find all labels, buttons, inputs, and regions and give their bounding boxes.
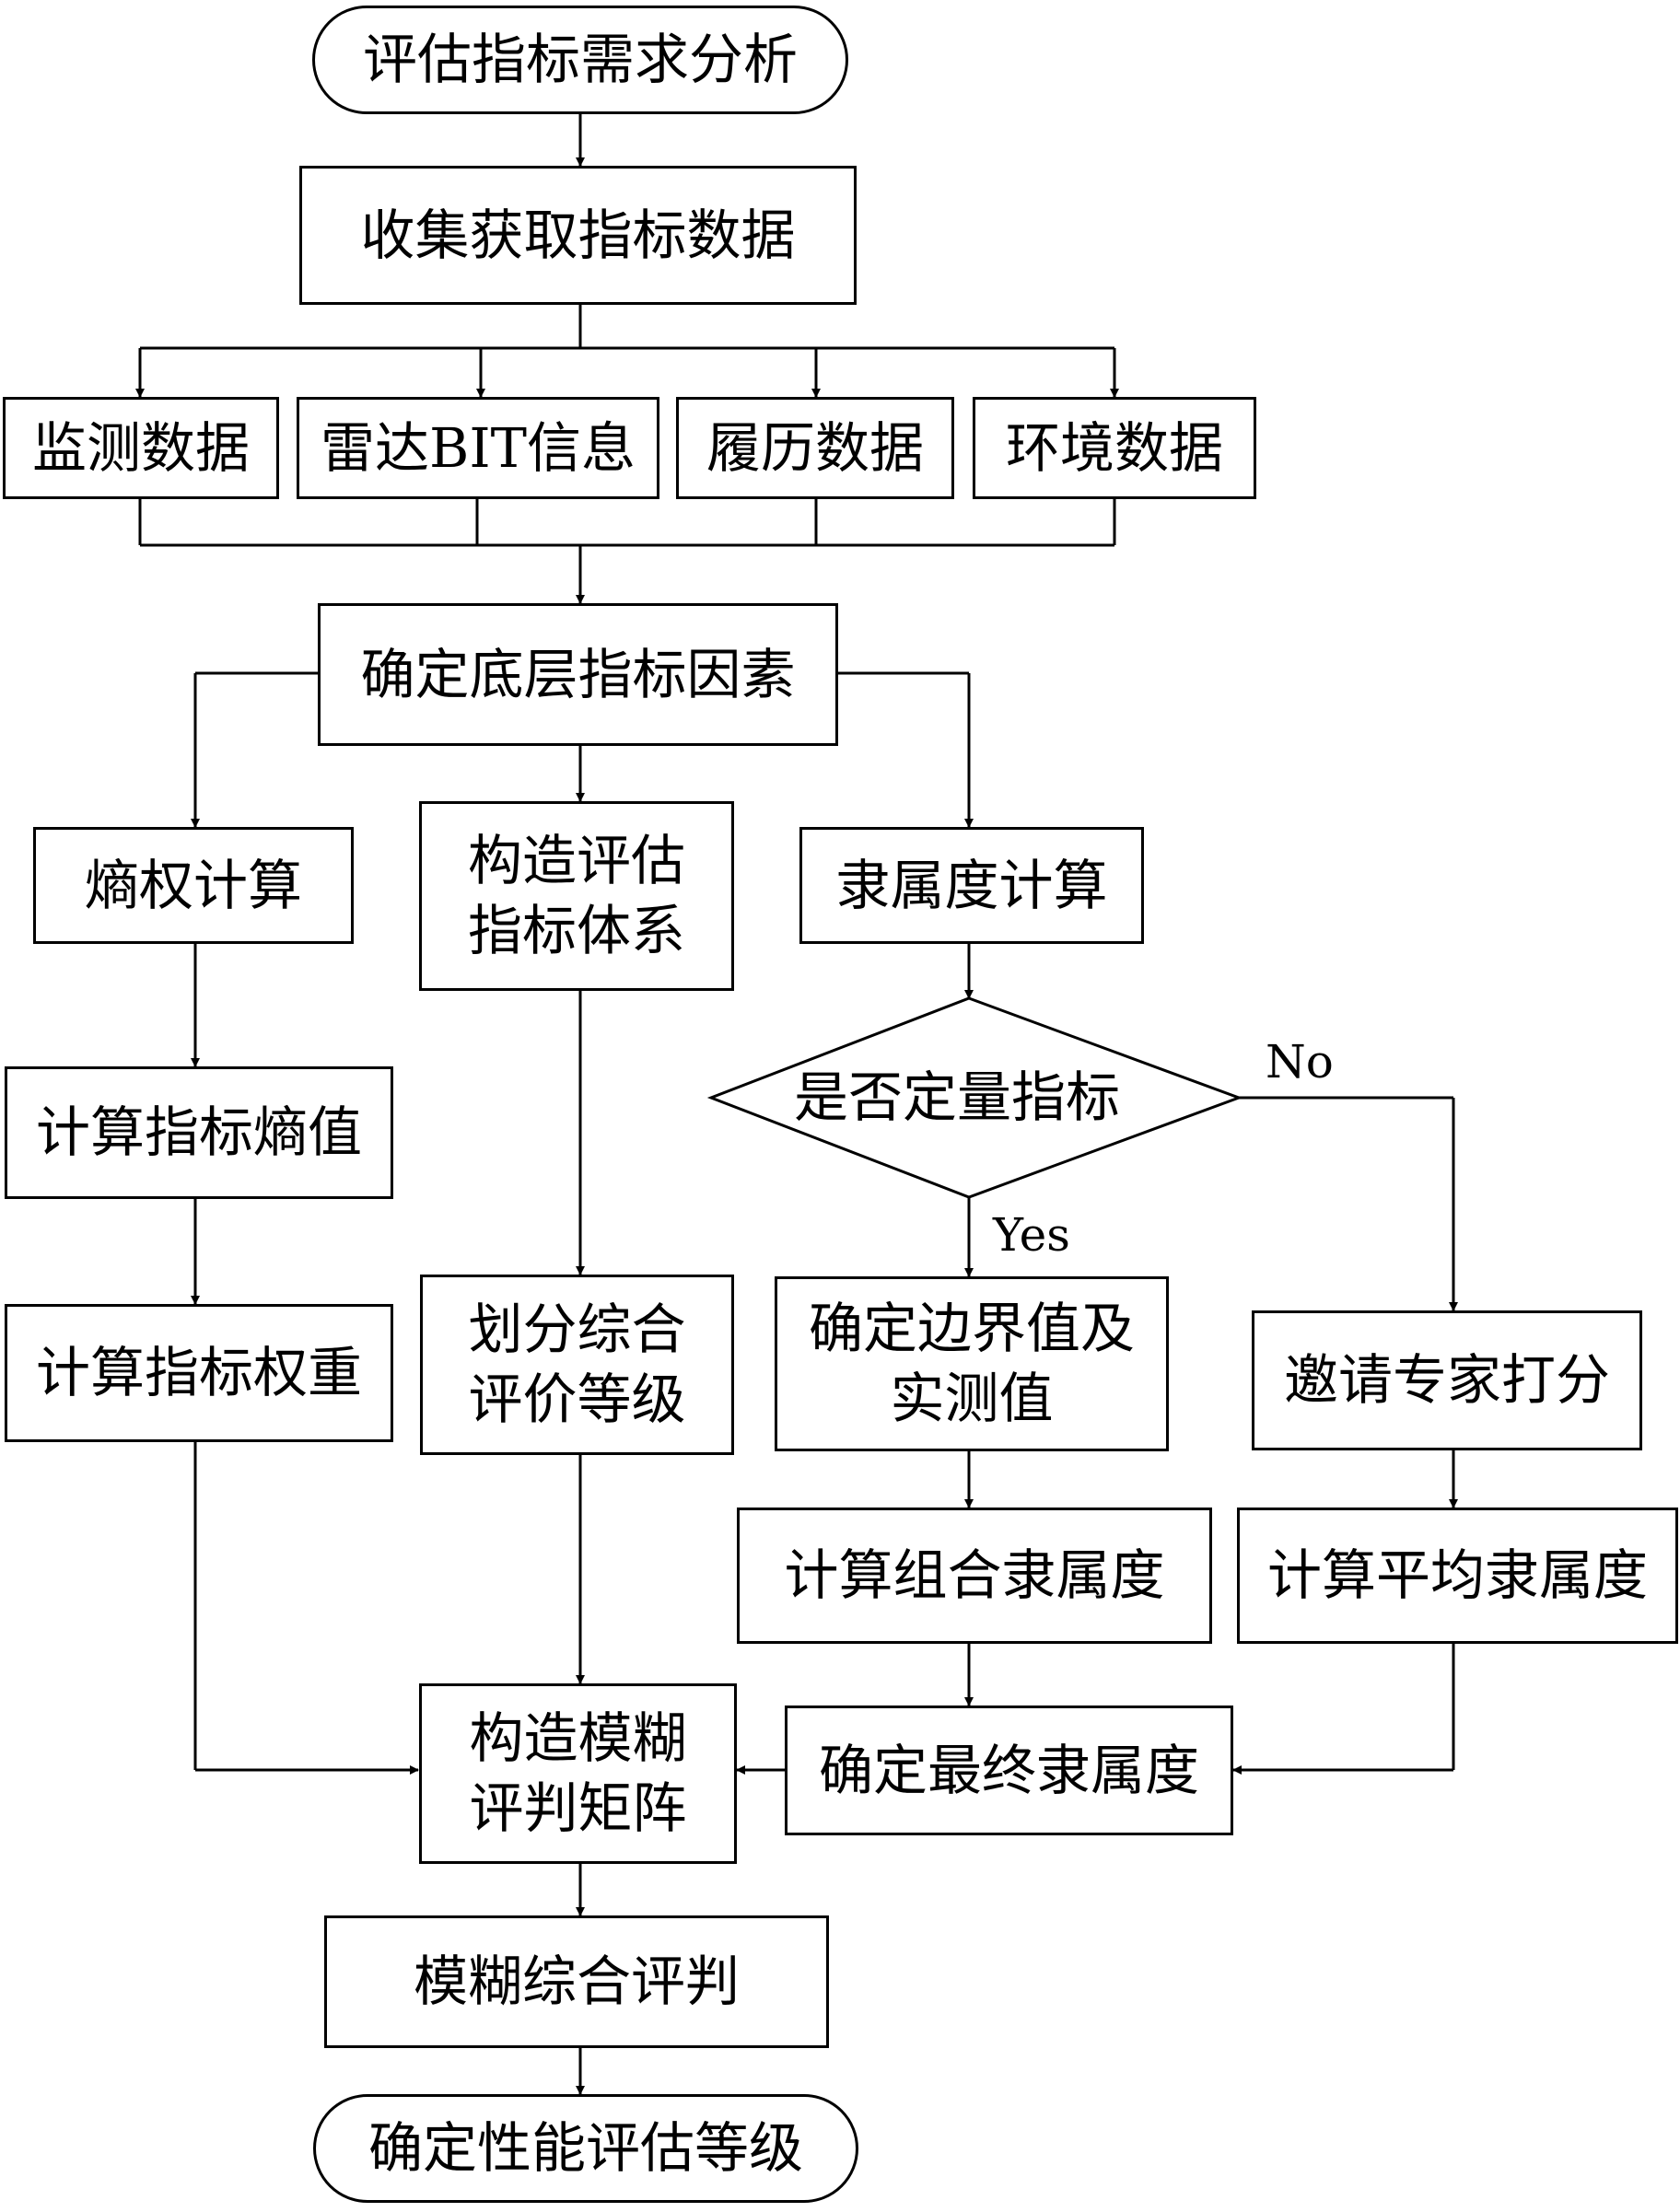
entropy-weight-calc-box: 熵权计算: [33, 827, 354, 944]
grade-division-box: 划分综合 评价等级: [420, 1275, 734, 1455]
fuzzy-evaluation-box: 模糊综合评判: [324, 1915, 829, 2048]
fuzzy-matrix-box: 构造模糊 评判矩阵: [419, 1683, 737, 1864]
quantitative-decision-label: 是否定量指标: [794, 1065, 1121, 1129]
boundary-measured-line1: 确定边界值及: [808, 1297, 1135, 1361]
grade-division-line1: 划分综合: [468, 1298, 686, 1362]
average-membership-box: 计算平均隶属度: [1237, 1508, 1678, 1644]
start-terminal: 评估指标需求分析: [312, 6, 848, 114]
fuzzy-matrix-line2: 评判矩阵: [469, 1776, 687, 1840]
entropy-value-box: 计算指标熵值: [5, 1066, 393, 1199]
radar-bit-box: 雷达BIT信息: [297, 397, 659, 499]
combined-membership-box: 计算组合隶属度: [737, 1508, 1212, 1644]
build-index-system-line1: 构造评估: [467, 829, 685, 893]
fuzzy-matrix-line1: 构造模糊: [469, 1706, 687, 1771]
collect-data-box: 收集获取指标数据: [299, 166, 857, 305]
environment-data-box: 环境数据: [973, 397, 1256, 499]
build-index-system-box: 构造评估 指标体系: [419, 801, 734, 991]
membership-calc-box: 隶属度计算: [799, 827, 1144, 944]
history-data-box: 履历数据: [676, 397, 954, 499]
grade-division-line2: 评价等级: [468, 1368, 686, 1431]
yes-label: Yes: [993, 1208, 1070, 1262]
boundary-measured-box: 确定边界值及 实测值: [775, 1276, 1169, 1451]
no-label: No: [1266, 1035, 1334, 1089]
expert-scoring-box: 邀请专家打分: [1252, 1310, 1642, 1450]
determine-bottom-index-box: 确定底层指标因素: [318, 603, 838, 746]
index-weight-box: 计算指标权重: [5, 1304, 393, 1442]
monitor-data-box: 监测数据: [3, 397, 279, 499]
boundary-measured-line2: 实测值: [890, 1367, 1054, 1430]
build-index-system-line2: 指标体系: [467, 899, 685, 962]
final-membership-box: 确定最终隶属度: [785, 1706, 1233, 1835]
decision-diamond: [706, 996, 1243, 1199]
end-terminal: 确定性能评估等级: [313, 2094, 858, 2203]
